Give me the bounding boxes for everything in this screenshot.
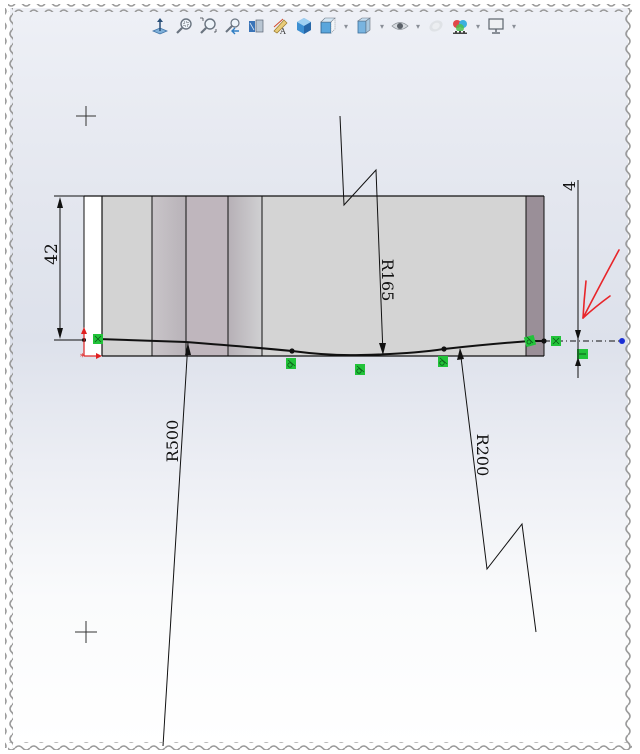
scene-dropdown[interactable]: ▾ [475,21,480,31]
crosshair-marker-bottom [75,621,97,643]
view-visibility-eye-icon[interactable] [390,16,410,36]
dimension-r500-label[interactable]: R500 [163,420,182,463]
relation-horizontal-icon[interactable] [577,349,588,359]
section-view-icon[interactable] [246,16,266,36]
origin-icon: * [80,327,102,363]
relation-merge-icon[interactable] [93,334,103,344]
sketch-point[interactable] [541,338,547,344]
dynamic-annotation-icon[interactable]: A [270,16,290,36]
view-orientation-icon[interactable] [294,16,314,36]
dimension-r165[interactable]: R165 [339,115,397,355]
hide-show-items-icon[interactable] [354,16,374,36]
dimension-r165-label[interactable]: R165 [378,259,397,302]
relation-merge-icon[interactable] [551,336,561,346]
display-style-dropdown[interactable]: ▾ [343,21,348,31]
svg-text:A: A [279,27,286,35]
sketch-point[interactable] [289,348,295,354]
zoom-to-area-icon[interactable] [198,16,218,36]
dimension-r500[interactable]: R500 [162,341,191,746]
dimension-4-label[interactable]: 4 [560,181,579,191]
dimension-4[interactable]: 4 [560,180,581,378]
display-style-icon[interactable] [318,16,338,36]
sketch-profile-curve[interactable] [97,338,544,357]
graphics-area[interactable]: A ▾ ▾ ▾ ▾ ▾ [10,8,628,746]
display-monitor-icon[interactable] [486,16,506,36]
normal-to-icon[interactable] [150,16,170,36]
dimension-r200[interactable]: R200 [457,348,537,633]
sketch-point[interactable] [441,346,447,352]
relation-tangent-icon[interactable] [286,358,296,369]
previous-view-icon[interactable] [222,16,242,36]
edit-appearance-icon[interactable] [426,16,446,36]
zoom-to-fit-icon[interactable] [174,16,194,36]
dimension-r200-label[interactable]: R200 [473,434,492,477]
sketch-canvas[interactable]: * [10,8,628,746]
svg-text:*: * [80,353,85,363]
relation-tangent-icon[interactable] [355,364,365,375]
relation-tangent-icon[interactable] [523,334,537,348]
centerline-endpoint[interactable] [619,338,625,344]
annotation-arrow-icon [582,249,620,319]
view-settings-dropdown[interactable]: ▾ [511,21,516,31]
dimension-42[interactable]: 42 [42,195,102,341]
visibility-dropdown[interactable]: ▾ [415,21,420,31]
hide-show-dropdown[interactable]: ▾ [379,21,384,31]
apply-scene-icon[interactable] [450,16,470,36]
crosshair-marker-top [76,106,96,126]
dimension-42-label[interactable]: 42 [42,243,62,265]
relation-tangent-icon[interactable] [438,356,448,367]
heads-up-view-toolbar: A ▾ ▾ ▾ ▾ ▾ [150,14,518,38]
part-body[interactable] [83,195,545,357]
